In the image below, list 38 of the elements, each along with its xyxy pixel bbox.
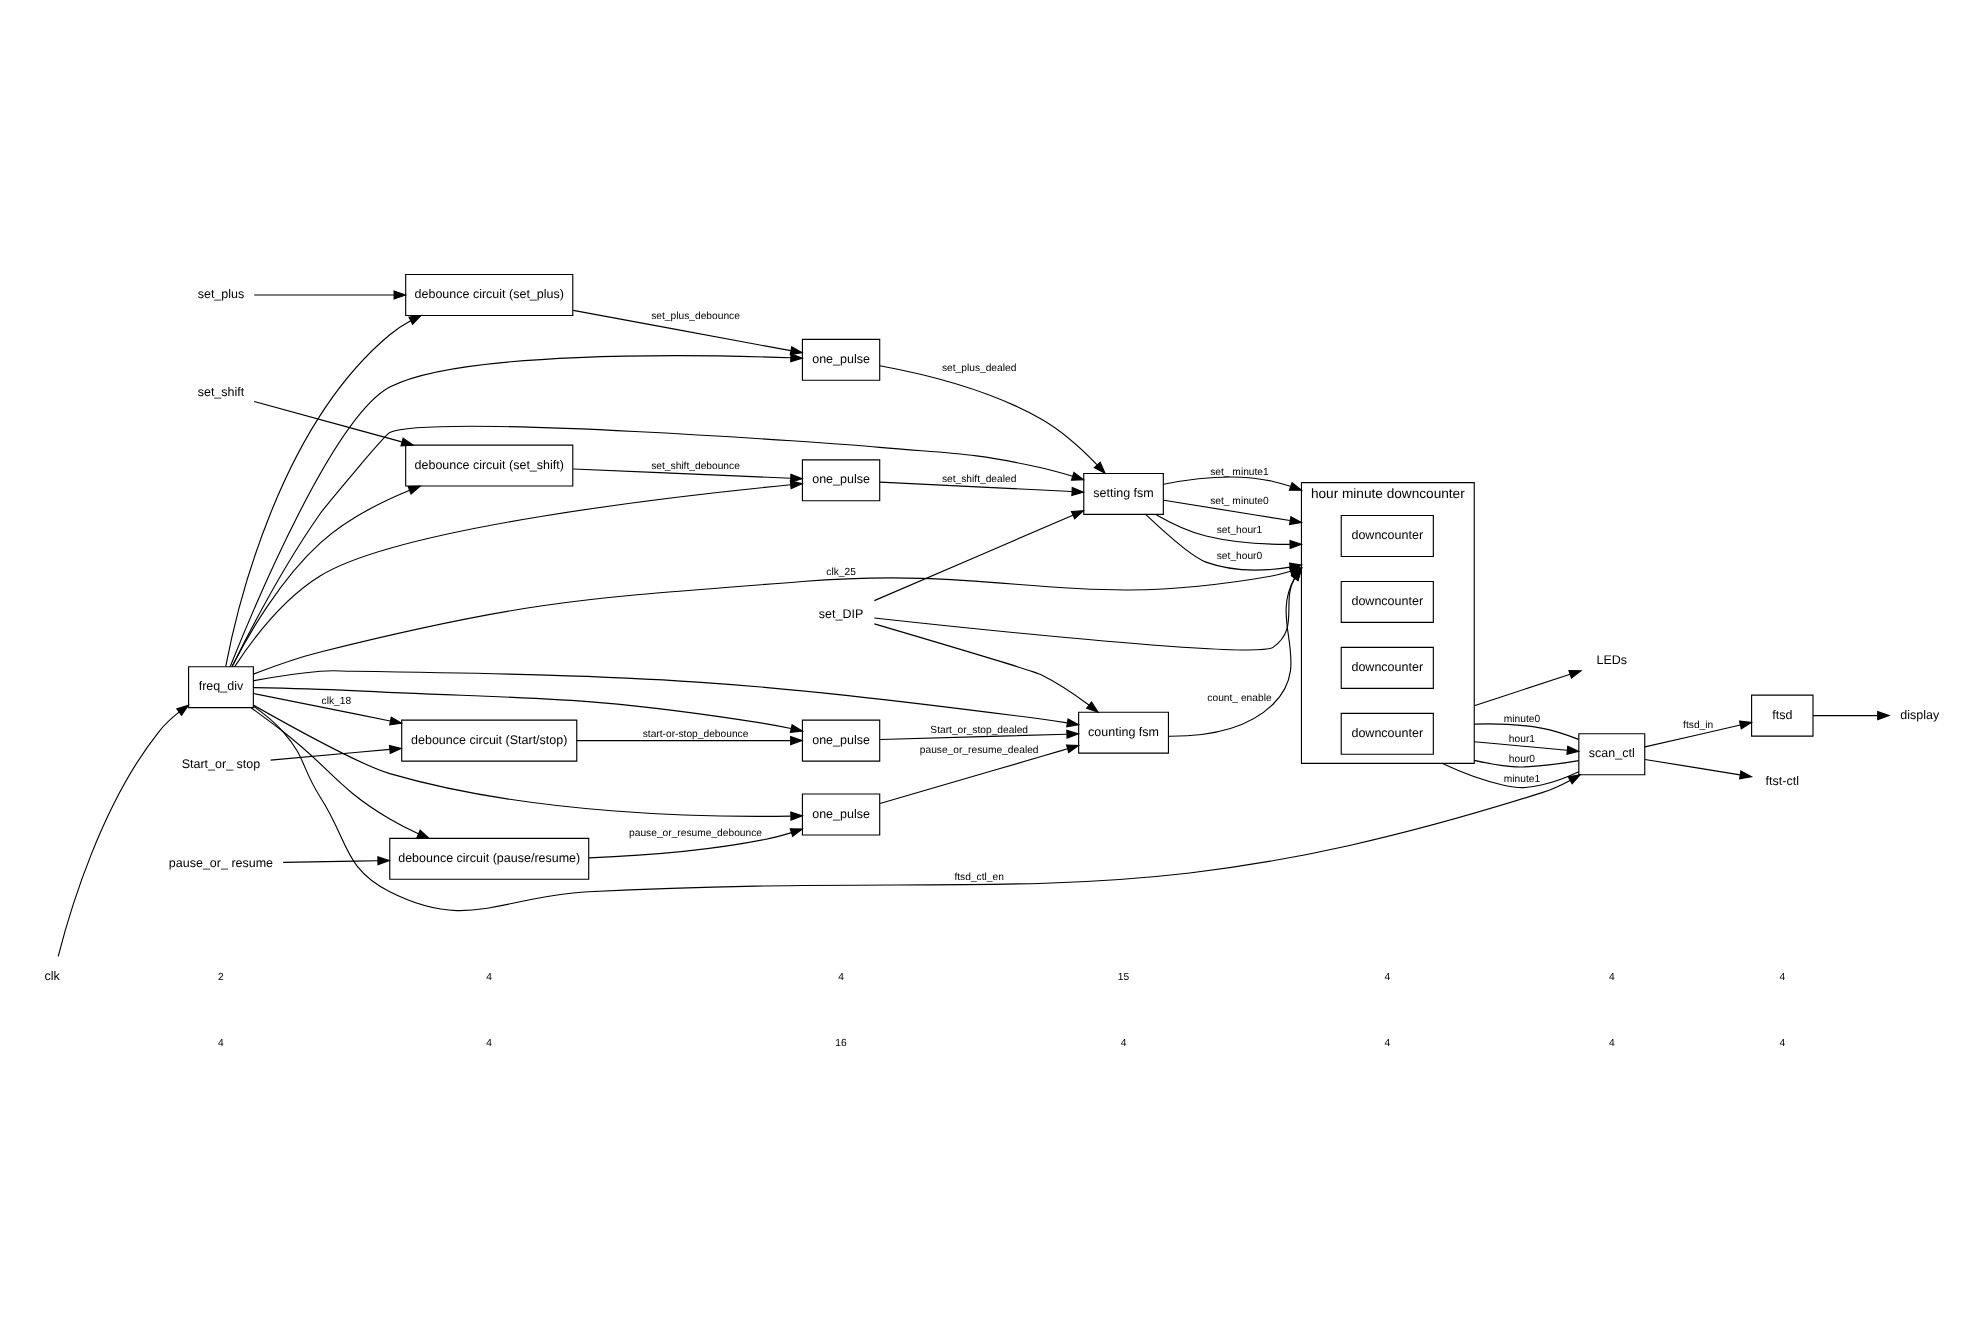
arrow <box>253 703 804 820</box>
arrow <box>229 351 804 667</box>
arrow <box>1644 757 1754 779</box>
arrow <box>572 308 804 355</box>
arrow <box>234 479 804 667</box>
arrow <box>572 467 804 482</box>
arrow <box>231 424 1086 667</box>
arrow <box>1812 709 1891 720</box>
arrow <box>879 480 1086 496</box>
arrow <box>270 743 403 760</box>
arrow <box>1644 719 1754 747</box>
arrow <box>225 313 423 666</box>
arrow <box>250 706 431 838</box>
arrow <box>879 728 1081 740</box>
arrow <box>57 703 190 956</box>
arrow <box>252 669 1081 727</box>
connector <box>1441 761 1580 788</box>
arrow <box>588 827 804 858</box>
arrow <box>282 854 392 865</box>
arrow <box>253 289 408 299</box>
arrow <box>873 622 1100 713</box>
arrow <box>879 364 1107 474</box>
arrow <box>1155 512 1304 549</box>
connector <box>1473 722 1580 739</box>
arrow <box>1473 740 1581 754</box>
connector <box>1473 758 1580 767</box>
arrow <box>1163 475 1304 490</box>
arrow <box>253 691 404 725</box>
arrow <box>1473 668 1583 706</box>
arrow <box>1145 512 1304 571</box>
arrow <box>253 704 1582 911</box>
arrow <box>879 743 1081 804</box>
arrow <box>1163 498 1304 525</box>
arrow <box>253 399 415 446</box>
arrow <box>576 734 804 745</box>
arrow <box>231 484 422 666</box>
arrow <box>873 509 1086 601</box>
arrow <box>253 686 804 733</box>
